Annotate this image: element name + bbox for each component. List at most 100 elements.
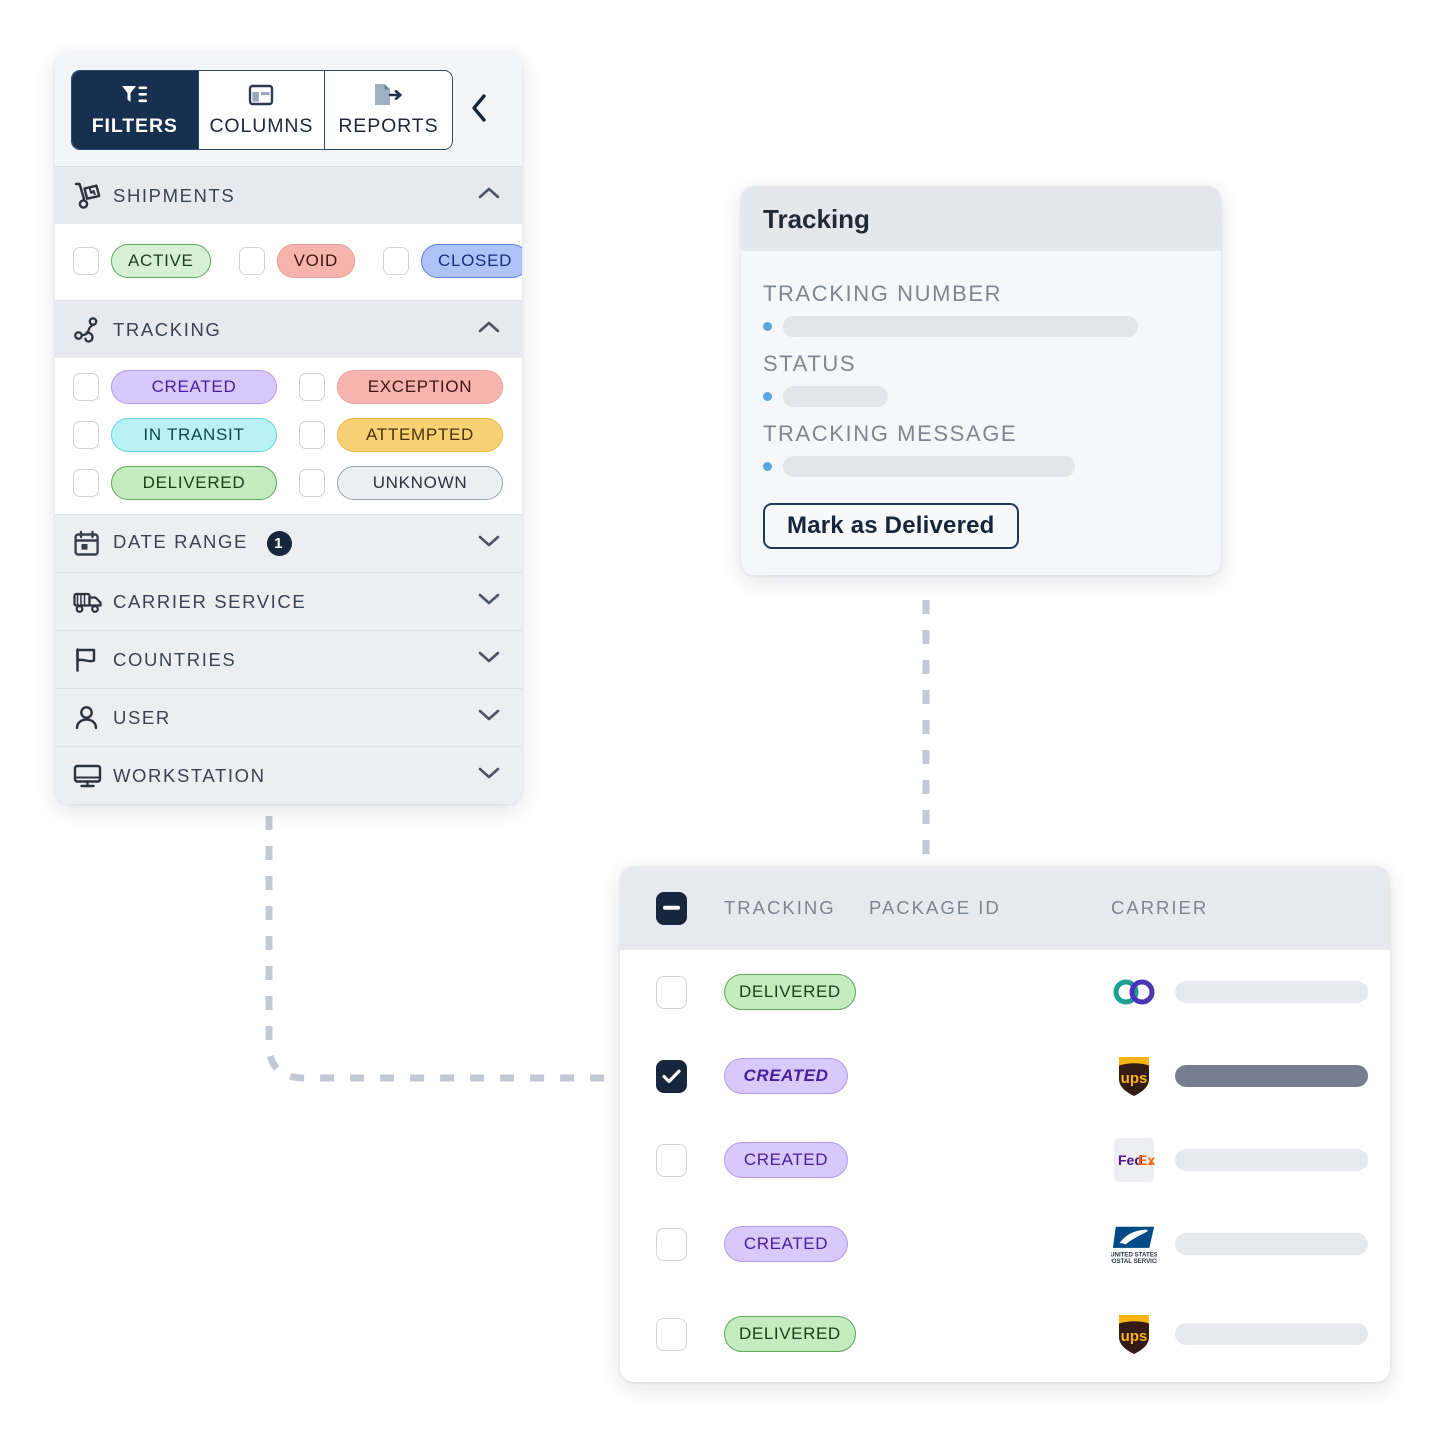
field-label-status: STATUS xyxy=(763,351,857,376)
tab-columns-label: COLUMNS xyxy=(209,115,314,137)
chip-in-transit[interactable]: IN TRANSIT xyxy=(111,418,277,452)
column-header-carrier[interactable]: CARRIER xyxy=(1111,897,1209,918)
field-value-status xyxy=(763,386,1199,407)
chevron-down-icon xyxy=(478,708,500,727)
row-checkbox[interactable] xyxy=(656,1059,687,1093)
chevron-down-icon xyxy=(478,650,500,669)
carrier-placeholder-bar xyxy=(1175,1065,1368,1087)
row-status-cell: CREATED xyxy=(724,1226,869,1262)
section-title-shipments: SHIPMENTS xyxy=(113,184,236,206)
tab-reports[interactable]: REPORTS xyxy=(325,71,452,149)
row-status-cell: DELIVERED xyxy=(724,1316,869,1352)
checkbox-created[interactable] xyxy=(73,373,99,401)
shipments-chip-row: ACTIVE VOID CLOSED xyxy=(73,244,522,278)
svg-text:ups: ups xyxy=(1121,1070,1148,1087)
bullet-dot-icon xyxy=(763,322,772,331)
section-header-user[interactable]: USER xyxy=(55,688,522,746)
filters-panel: FILTERS COLUMNS xyxy=(55,52,522,804)
checkbox-attempted[interactable] xyxy=(299,421,325,449)
table-row[interactable]: DELIVERED xyxy=(620,950,1390,1034)
chevron-up-icon xyxy=(478,320,500,339)
chip-cell-in-transit: IN TRANSIT xyxy=(73,418,277,452)
checkbox-closed[interactable] xyxy=(382,247,409,275)
row-checkbox[interactable] xyxy=(656,1143,687,1177)
section-header-carrier-service[interactable]: CARRIER SERVICE xyxy=(55,572,522,630)
calendar-icon xyxy=(73,530,113,558)
row-checkbox[interactable] xyxy=(656,1227,687,1261)
mark-as-delivered-button[interactable]: Mark as Delivered xyxy=(763,503,1019,549)
checkbox-unknown[interactable] xyxy=(299,469,325,497)
row-carrier-cell: ups xyxy=(1111,1308,1390,1360)
checkbox-active[interactable] xyxy=(73,247,99,275)
chip-delivered[interactable]: DELIVERED xyxy=(111,466,277,500)
status-badge: DELIVERED xyxy=(724,974,856,1010)
section-title-user: USER xyxy=(113,706,171,728)
checkbox-delivered[interactable] xyxy=(73,469,99,497)
user-icon xyxy=(73,704,113,732)
row-select-cell xyxy=(656,1317,724,1351)
tracking-chip-col-right: EXCEPTION ATTEMPTED UNKNOWN xyxy=(299,370,503,500)
carrier-placeholder-bar xyxy=(1175,1149,1368,1171)
column-header-tracking[interactable]: TRACKING xyxy=(724,897,836,918)
date-range-badge: 1 xyxy=(266,531,292,556)
svg-text:UNITED STATES: UNITED STATES xyxy=(1111,1251,1157,1258)
row-status-cell: CREATED xyxy=(724,1058,869,1094)
collapse-panel-button[interactable] xyxy=(453,71,506,149)
checkbox-exception[interactable] xyxy=(299,373,325,401)
chip-attempted[interactable]: ATTEMPTED xyxy=(337,418,503,452)
bullet-dot-icon xyxy=(763,392,772,401)
connector-filters-to-row xyxy=(265,816,618,1082)
chip-cell-closed: CLOSED xyxy=(382,244,522,278)
chip-closed[interactable]: CLOSED xyxy=(420,244,522,278)
chip-void[interactable]: VOID xyxy=(276,244,355,278)
ups-logo: ups xyxy=(1111,1308,1157,1360)
checkbox-in-transit[interactable] xyxy=(73,421,99,449)
svg-text:Fed: Fed xyxy=(1118,1152,1143,1168)
tracking-card-title: Tracking xyxy=(763,204,870,234)
chip-cell-exception: EXCEPTION xyxy=(299,370,503,404)
section-header-date-range[interactable]: DATE RANGE 1 xyxy=(55,514,522,572)
generic-rings-logo xyxy=(1111,966,1157,1018)
tracking-card-body: TRACKING NUMBER STATUS TRACKING MESSAGE … xyxy=(741,251,1221,575)
row-select-cell xyxy=(656,1059,724,1093)
section-header-workstation[interactable]: WORKSTATION xyxy=(55,746,522,804)
column-header-package-id[interactable]: PACKAGE ID xyxy=(869,897,1001,918)
section-header-tracking[interactable]: TRACKING xyxy=(55,300,522,358)
table-row[interactable]: DELIVERED ups xyxy=(620,1286,1390,1382)
chip-cell-void: VOID xyxy=(238,244,355,278)
hand-truck-icon xyxy=(73,182,113,210)
tracking-chip-col-left: CREATED IN TRANSIT DELIVERED xyxy=(73,370,277,500)
tab-filters[interactable]: FILTERS xyxy=(72,71,199,149)
row-carrier-cell xyxy=(1111,966,1390,1018)
tracking-detail-card: Tracking TRACKING NUMBER STATUS TRACKING… xyxy=(741,186,1221,575)
section-header-shipments[interactable]: SHIPMENTS xyxy=(55,166,522,224)
row-checkbox[interactable] xyxy=(656,975,687,1009)
ups-logo: ups xyxy=(1111,1050,1157,1102)
chevron-down-icon xyxy=(478,766,500,785)
checkbox-void[interactable] xyxy=(238,247,265,275)
row-checkbox[interactable] xyxy=(656,1317,687,1351)
table-row[interactable]: CREATED Fed Ex xyxy=(620,1118,1390,1202)
row-select-cell xyxy=(656,1143,724,1177)
chip-active[interactable]: ACTIVE xyxy=(111,244,211,278)
table-row[interactable]: CREATED ups xyxy=(620,1034,1390,1118)
field-label-tracking-number: TRACKING NUMBER xyxy=(763,281,1003,306)
panel-tabbar: FILTERS COLUMNS xyxy=(55,52,522,166)
chip-unknown[interactable]: UNKNOWN xyxy=(337,466,503,500)
carrier-placeholder-bar xyxy=(1175,981,1368,1003)
carrier-placeholder-bar xyxy=(1175,1233,1368,1255)
chip-cell-attempted: ATTEMPTED xyxy=(299,418,503,452)
status-badge: CREATED xyxy=(724,1142,848,1178)
tracking-chip-group: CREATED IN TRANSIT DELIVERED EXCEPTION xyxy=(55,358,522,514)
carrier-placeholder-bar xyxy=(1175,1323,1368,1345)
tab-columns[interactable]: COLUMNS xyxy=(198,71,326,149)
tab-filters-label: FILTERS xyxy=(91,115,178,137)
status-badge: DELIVERED xyxy=(724,1316,856,1352)
section-header-countries[interactable]: COUNTRIES xyxy=(55,630,522,688)
chip-exception[interactable]: EXCEPTION xyxy=(337,370,503,404)
route-icon xyxy=(73,316,113,344)
shipments-chip-group: ACTIVE VOID CLOSED xyxy=(55,224,522,300)
chip-created[interactable]: CREATED xyxy=(111,370,277,404)
indeterminate-checkbox-icon[interactable] xyxy=(656,891,687,925)
table-row[interactable]: CREATED UNITED STATES POSTAL SERVICE xyxy=(620,1202,1390,1286)
